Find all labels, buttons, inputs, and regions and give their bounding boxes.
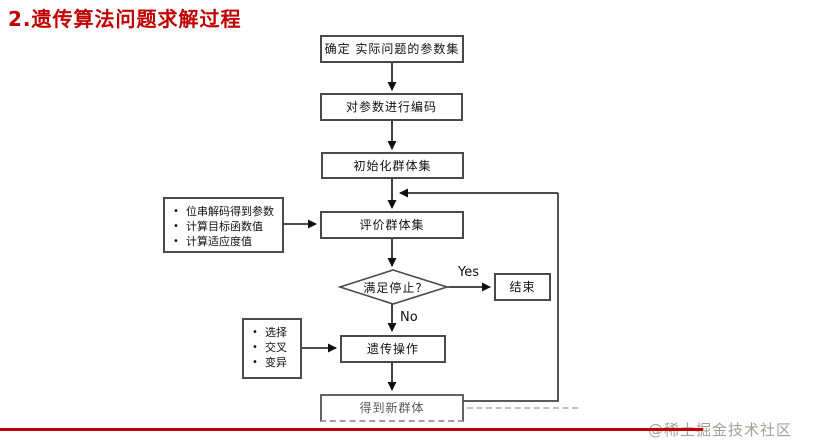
note-item: • 交叉	[252, 340, 296, 355]
bullet-icon: •	[252, 342, 258, 353]
edge-label-yes: Yes	[458, 265, 479, 280]
note-item: • 变异	[252, 355, 296, 370]
bullet-icon: •	[252, 327, 258, 338]
bullet-icon: •	[252, 357, 258, 368]
note-item-label: 选择	[265, 326, 287, 339]
note-item-label: 变异	[265, 356, 287, 369]
note-item: • 选择	[252, 325, 296, 340]
note-item: • 位串解码得到参数	[173, 204, 278, 219]
note-item: • 计算目标函数值	[173, 219, 278, 234]
red-divider-line	[0, 428, 703, 431]
node-new-population: 得到新群体	[320, 394, 464, 422]
bullet-icon: •	[173, 206, 179, 217]
note-item: • 计算适应度值	[173, 234, 278, 249]
note-item-label: 交叉	[265, 341, 287, 354]
note-genetic-operators: • 选择 • 交叉 • 变异	[242, 318, 302, 379]
node-init-population: 初始化群体集	[321, 152, 464, 179]
node-determine-params: 确定 实际问题的参数集	[320, 35, 464, 63]
node-genetic-operation: 遗传操作	[340, 335, 446, 363]
note-item-label: 位串解码得到参数	[186, 205, 274, 218]
bullet-icon: •	[173, 221, 179, 232]
decision-stop-condition: 满足停止?	[363, 280, 423, 295]
node-evaluate-population: 评价群体集	[320, 211, 464, 239]
node-end: 结束	[494, 273, 551, 301]
dashed-artifact-line	[467, 407, 578, 409]
bullet-icon: •	[173, 236, 179, 247]
watermark: @稀土掘金技术社区	[648, 421, 793, 439]
node-encode-params: 对参数进行编码	[320, 93, 463, 121]
note-item-label: 计算目标函数值	[186, 220, 263, 233]
note-evaluate-steps: • 位串解码得到参数 • 计算目标函数值 • 计算适应度值	[163, 197, 284, 253]
note-item-label: 计算适应度值	[186, 235, 252, 248]
edge-label-no: No	[400, 310, 418, 325]
page-title: 2.遗传算法问题求解过程	[8, 7, 242, 31]
